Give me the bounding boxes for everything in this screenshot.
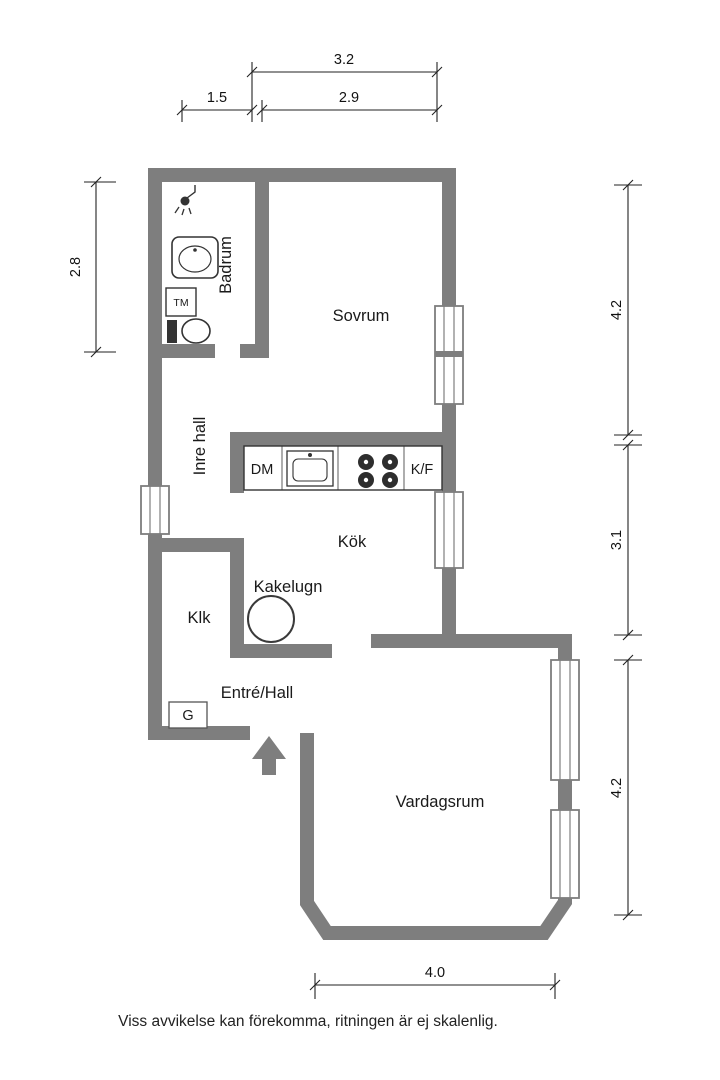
washing-machine-label: TM xyxy=(173,297,188,309)
dim-right-kok-label: 3.1 xyxy=(609,530,625,550)
bathroom-fixtures: TM xyxy=(165,185,219,344)
fridge-freezer-label: K/F xyxy=(411,462,434,478)
window-bedroom-right xyxy=(434,305,464,405)
label-kok: Kök xyxy=(338,533,367,551)
wardrobe-g: G xyxy=(168,701,208,729)
closet-kakelugn-wall xyxy=(148,538,332,658)
dimension-right-vardagsrum: 4.2 xyxy=(609,654,642,921)
label-entre-hall: Entré/Hall xyxy=(221,684,293,702)
outer-wall xyxy=(148,168,572,940)
dim-top-sovrum-label: 2.9 xyxy=(339,90,359,106)
kakelugn-stove-icon xyxy=(247,595,295,643)
dim-right-vardagsrum-label: 4.2 xyxy=(609,778,625,798)
stove-icon xyxy=(358,454,398,488)
dim-top-total-label: 3.2 xyxy=(334,52,354,68)
label-klk: Klk xyxy=(188,609,212,627)
bathroom-divider-wall xyxy=(240,168,269,358)
window-livingroom-upper xyxy=(550,659,580,781)
toilet-icon xyxy=(167,318,211,344)
kitchen-top-wall xyxy=(230,432,449,493)
window-frame xyxy=(550,809,580,899)
bathroom-sink-icon xyxy=(171,236,219,279)
window-frame xyxy=(140,485,170,535)
dishwasher-label: DM xyxy=(251,462,274,478)
window-mullion xyxy=(435,351,463,357)
window-livingroom-lower xyxy=(550,809,580,899)
counter-outline xyxy=(243,445,443,491)
label-kakelugn: Kakelugn xyxy=(254,578,323,596)
label-sovrum: Sovrum xyxy=(333,307,390,325)
window-bathroom-left xyxy=(140,485,170,535)
dimension-bottom-vardagsrum: 4.0 xyxy=(309,965,561,999)
dim-right-sovrum-label: 4.2 xyxy=(609,300,625,320)
label-badrum: Badrum xyxy=(217,236,235,294)
dimension-right-kok: 3.1 xyxy=(609,439,642,641)
label-vardagsrum: Vardagsrum xyxy=(396,793,485,811)
disclaimer-text: Viss avvikelse kan förekomma, ritningen … xyxy=(118,1013,498,1030)
washing-machine: TM xyxy=(165,287,197,317)
label-inre-hall: Inre hall xyxy=(191,417,209,476)
walls xyxy=(148,168,572,940)
dim-left-badrum-label: 2.8 xyxy=(68,257,84,277)
dimension-top-total: 3.2 xyxy=(246,52,443,122)
shower-icon xyxy=(174,185,196,216)
window-kitchen-right xyxy=(434,491,464,569)
window-frame xyxy=(434,491,464,569)
dimension-top-sovrum: 2.9 xyxy=(256,90,443,122)
dimension-top-badrum: 1.5 xyxy=(176,90,258,122)
dim-top-badrum-label: 1.5 xyxy=(207,90,227,106)
window-frame xyxy=(550,659,580,781)
kitchen-counter: DM K/F xyxy=(243,445,443,491)
kitchen-sink-icon xyxy=(286,450,334,487)
dimension-left-badrum: 2.8 xyxy=(68,176,116,358)
entrance-arrow-icon xyxy=(252,736,286,775)
windows xyxy=(140,305,580,899)
dimension-right-sovrum: 4.2 xyxy=(609,179,642,441)
dim-bottom-vardagsrum-label: 4.0 xyxy=(425,965,445,981)
wardrobe-label: G xyxy=(182,708,193,724)
room-labels: Sovrum Badrum Inre hall Kök Kakelugn Klk… xyxy=(188,236,485,811)
